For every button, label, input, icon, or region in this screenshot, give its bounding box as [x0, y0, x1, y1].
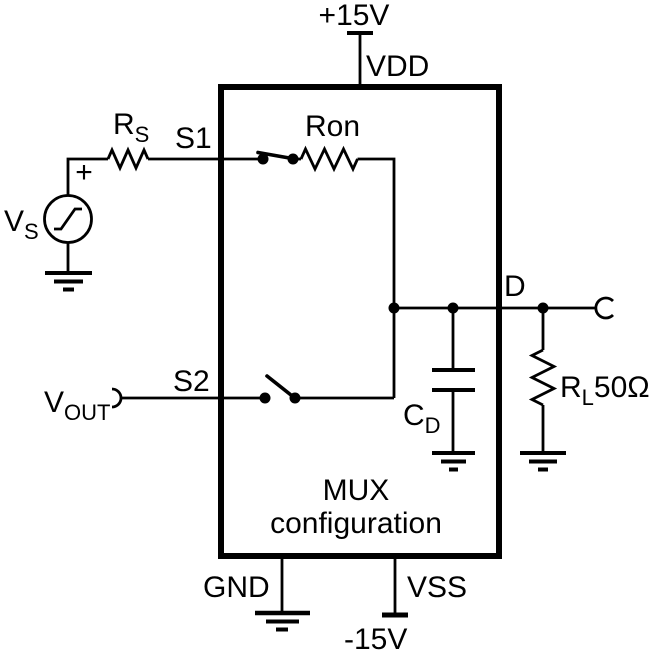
source-label: VS [4, 205, 39, 244]
source-resistor-label: RS [113, 108, 149, 147]
ron-label: Ron [305, 110, 360, 143]
mux-title-line2: configuration [270, 507, 442, 540]
wire-source-to-rs [66, 157, 108, 196]
s1-pin-label: S1 [175, 122, 212, 155]
vout-connector-icon [111, 387, 123, 409]
s2-pin-label: S2 [173, 365, 210, 398]
cd-ground-icon [432, 451, 475, 472]
load-resistor-label: RL50Ω [560, 371, 650, 410]
mux-title-line1: MUX [323, 474, 390, 507]
gnd-pin-label: GND [203, 571, 270, 604]
plus-polarity-label: + [75, 156, 93, 189]
vdd-pin-label: VDD [366, 50, 429, 83]
d-connector-icon [594, 296, 614, 320]
vss-voltage-label: -15V [344, 623, 407, 655]
mux-chip-body [218, 84, 502, 559]
ron-resistor-icon [299, 145, 359, 173]
rl-ground-icon [520, 451, 566, 472]
rs-resistor-icon [106, 146, 150, 172]
s2-switch-icon [259, 374, 301, 404]
cd-capacitor-icon [432, 368, 475, 392]
vdd-voltage-label: +15V [319, 0, 390, 32]
s1-switch-icon [256, 150, 299, 165]
source-waveform-icon [54, 207, 82, 231]
vout-label: VOUT [44, 386, 110, 425]
cap-label: CD [403, 399, 441, 438]
gnd-ground-icon [255, 610, 310, 632]
rl-resistor-icon [528, 348, 558, 407]
vss-pin-label: VSS [407, 571, 467, 604]
junction-dot-common [388, 302, 400, 314]
source-ground-icon [45, 271, 92, 292]
d-pin-label: D [504, 270, 526, 303]
wire-ron-to-common [357, 157, 396, 398]
